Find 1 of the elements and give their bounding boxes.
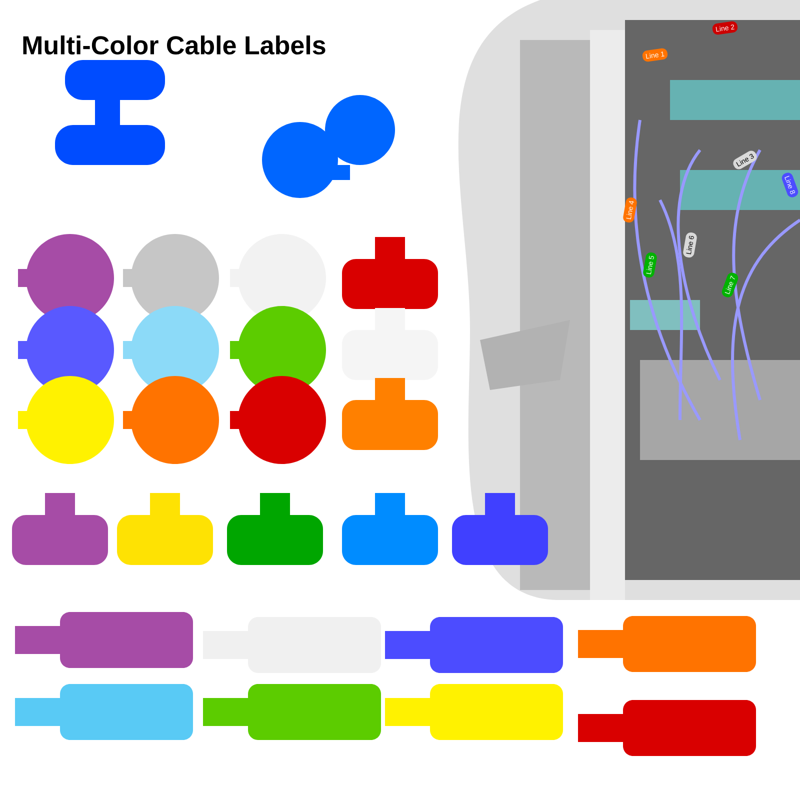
title: Multi-Color Cable Labels (23, 35, 326, 55)
